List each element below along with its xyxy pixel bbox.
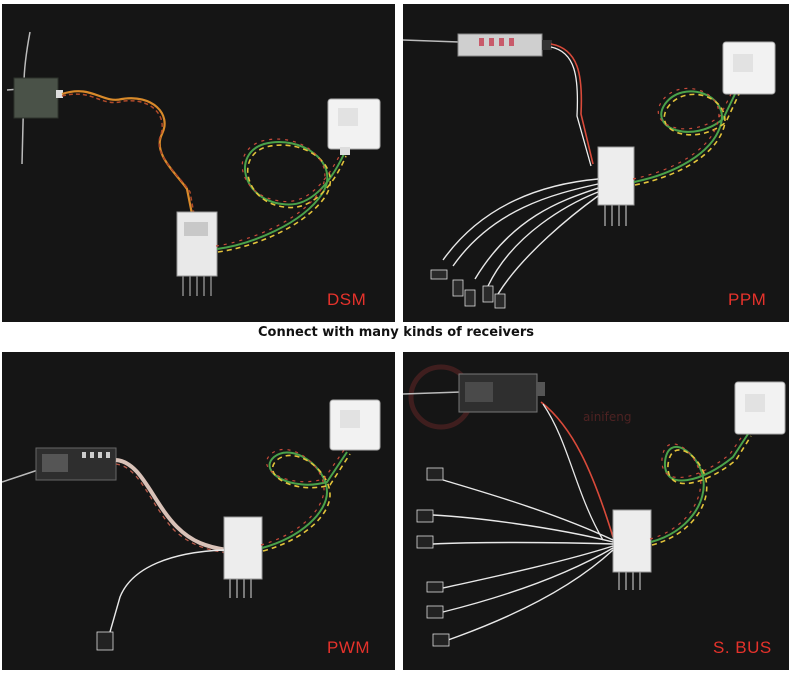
panel-label-ppm: PPM — [728, 290, 767, 309]
dsm-photo — [6, 31, 381, 296]
sbus-photo — [403, 364, 786, 647]
panel-dsm: DSM — [2, 4, 395, 322]
ppm-photo — [403, 33, 776, 309]
panel-label-sbus: S. BUS — [713, 638, 772, 657]
panel-label-dsm: DSM — [327, 290, 367, 309]
pwm-photo — [2, 399, 381, 651]
panel-label-pwm: PWM — [327, 638, 371, 657]
caption: Connect with many kinds of receivers — [258, 325, 534, 340]
panel-ppm: PPM — [403, 4, 789, 322]
panel-pwm: PWM — [2, 352, 395, 670]
watermark: ainifeng — [583, 410, 632, 424]
panel-sbus: ainifeng S. BUS — [403, 352, 789, 670]
